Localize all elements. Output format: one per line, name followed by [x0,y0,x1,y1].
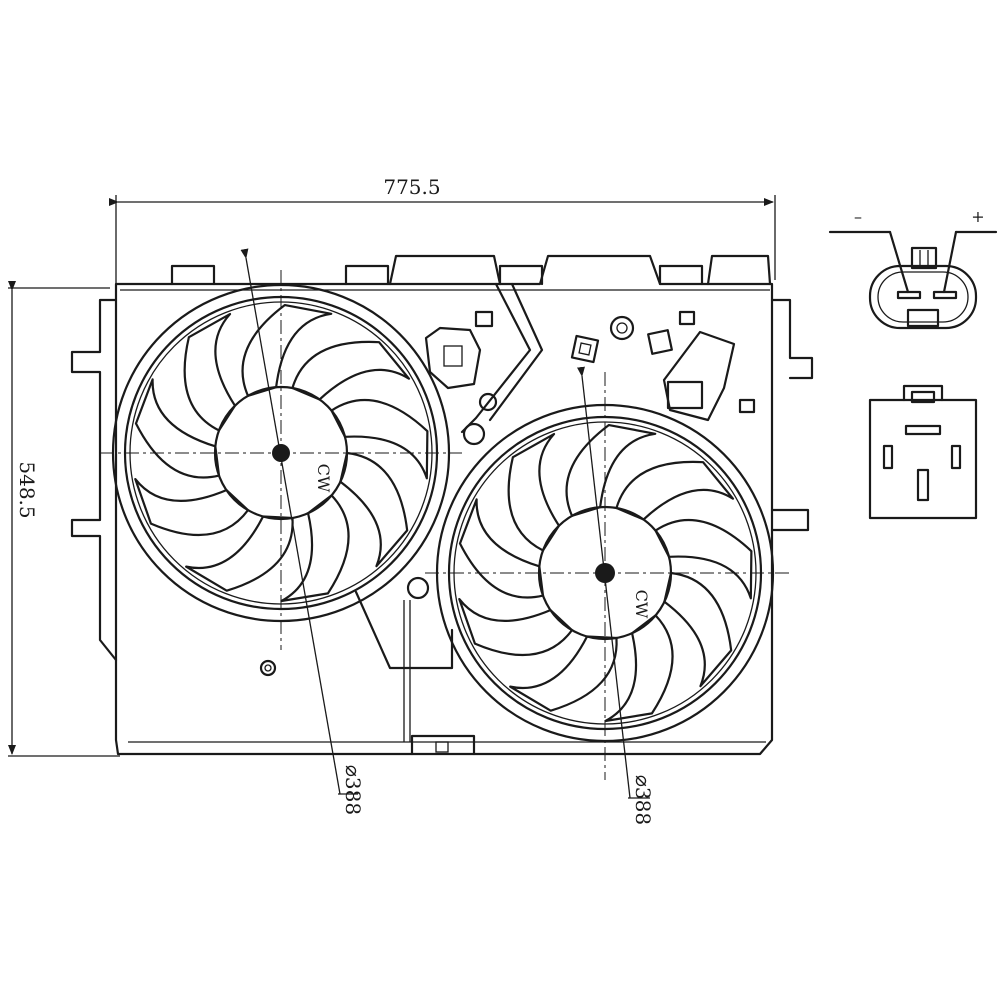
left-diameter-label: ⌀388 [341,765,365,815]
width-dimension-label: 775.5 [383,175,440,199]
connector-side-icon [868,398,978,520]
left-fan-blade [241,303,333,397]
left-fan-blade [134,378,221,479]
right-fan-blade [604,614,674,723]
connector-plus-label: + [971,207,984,226]
right-fan-blade [507,432,561,552]
right-fan-blade [565,423,657,517]
height-dimension-label: 548.5 [15,461,39,518]
left-fan-blade [280,494,350,603]
right-diameter-label: ⌀388 [631,775,655,825]
left-fan-blade [183,312,237,432]
left-fan-blade [330,398,429,480]
connector-front-icon [868,264,978,330]
left-fan-blades [134,303,429,603]
right-diameter-dimension: ⌀388 [577,366,655,825]
height-dimension: 548.5 [8,281,120,757]
left-fan-blade [185,515,294,592]
right-fan-blade [458,597,574,656]
right-fan-blade [509,635,618,712]
left-fan-blade [339,451,409,568]
connector-side-view [868,384,978,520]
left-diameter-dimension: ⌀388 [240,248,365,815]
left-fan-blade [291,340,411,401]
wire-harness-clips [570,310,756,422]
left-fan-blade [134,477,250,536]
fan-right: CW [425,372,790,780]
connector-front-view: – + [828,207,998,330]
right-fan-blade [458,498,545,599]
right-fan-blade [615,460,735,521]
right-fan-blades [458,423,753,723]
width-dimension: 775.5 [109,175,776,290]
fan-left: CW [100,270,462,650]
right-fan-blade [663,571,733,688]
left-fan-rotation-label: CW [314,464,333,493]
shroud-frame [70,254,814,756]
right-fan-rotation-label: CW [632,590,651,619]
connector-minus-label: – [854,207,862,226]
right-fan-blade [654,518,753,600]
resistor-module [406,282,544,600]
